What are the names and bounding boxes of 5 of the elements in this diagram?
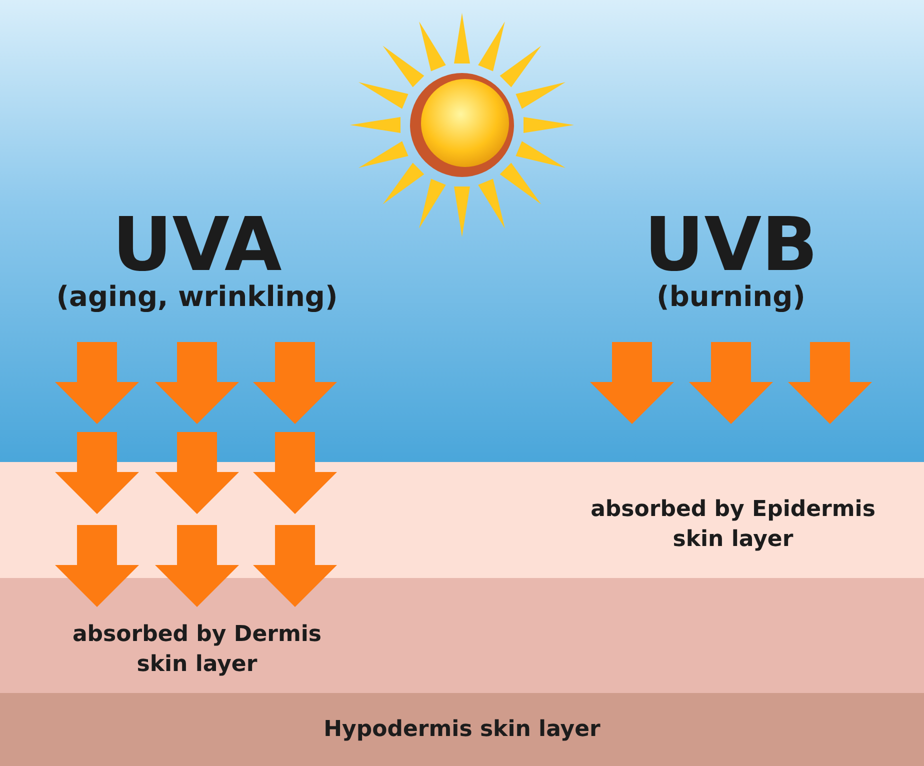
layer-caption: absorbed by Epidermis skin layer: [590, 496, 876, 554]
subheading: (burning): [656, 282, 806, 313]
layer-caption: absorbed by Dermis skin layer: [71, 621, 323, 679]
subheading: (aging, wrinkling): [55, 282, 339, 313]
layer-caption: Hypodermis skin layer: [322, 716, 602, 744]
